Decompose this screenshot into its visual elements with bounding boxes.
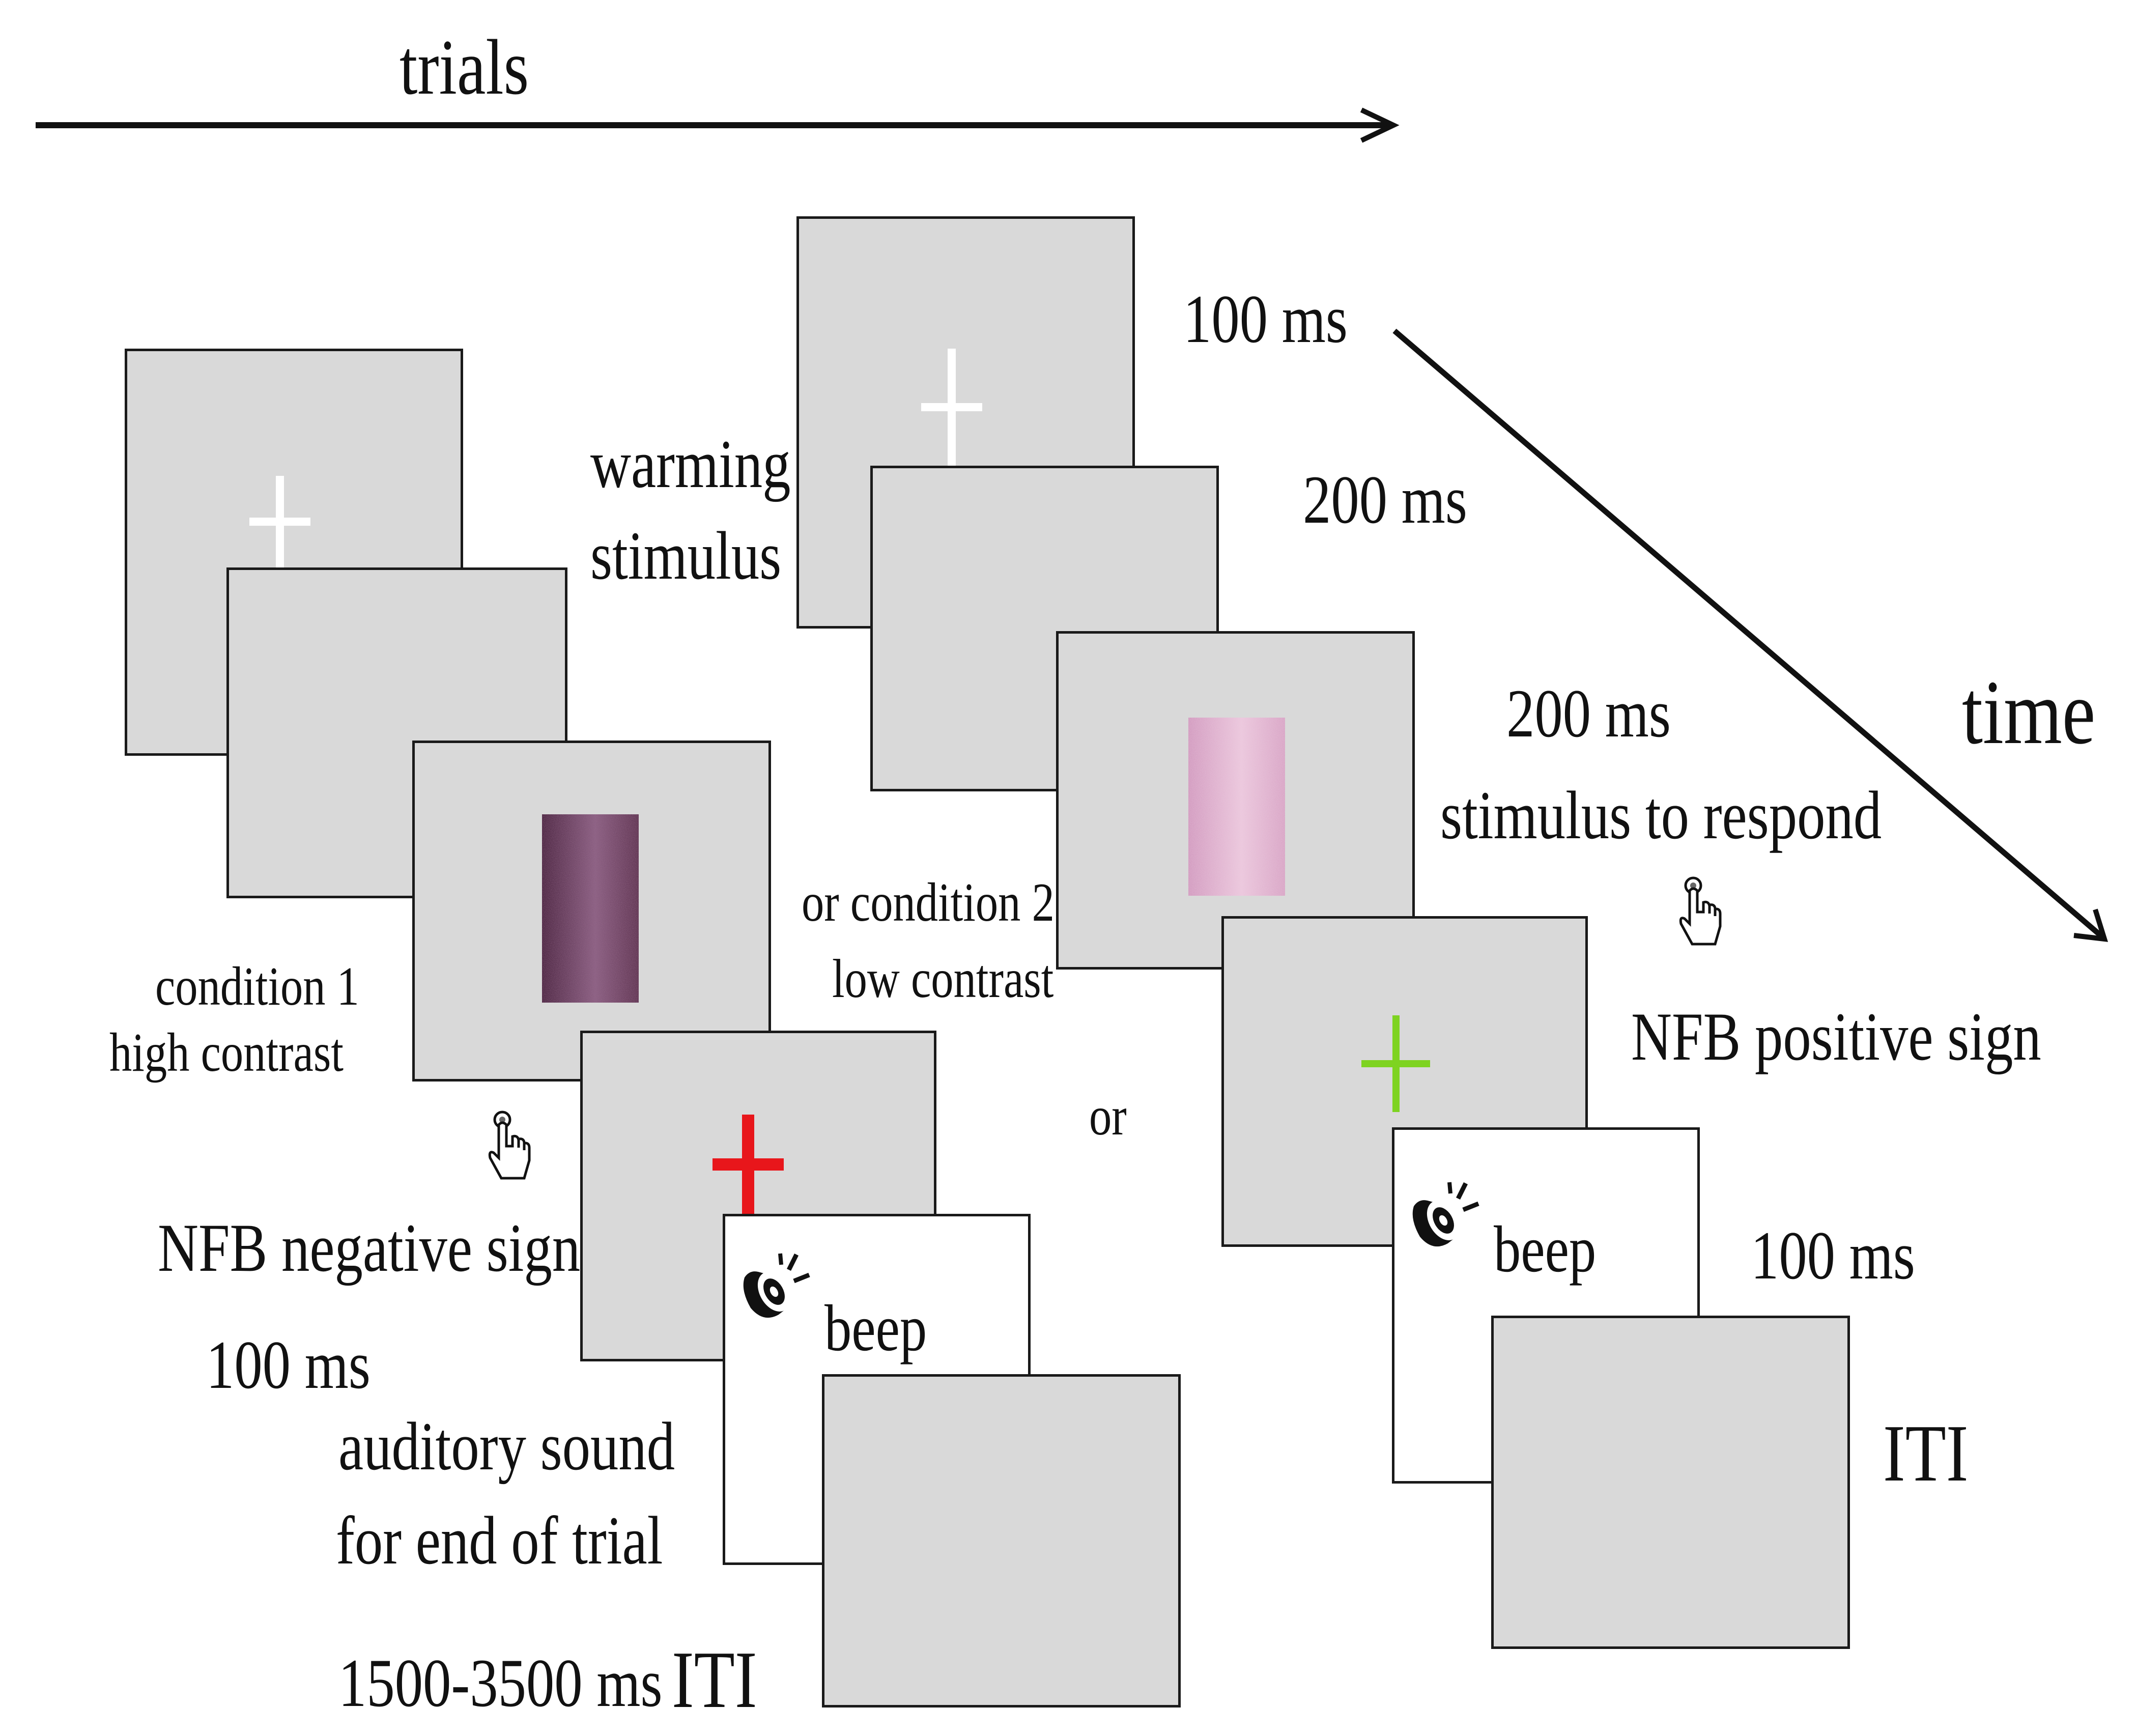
beep-duration-label: 100 ms [1751, 1218, 1915, 1294]
stimulus-duration-label: 200 ms [1506, 676, 1671, 752]
iti-duration-label: 1500-3500 ms [338, 1645, 663, 1721]
low-contrast-label: low contrast [832, 949, 1054, 1009]
beep-label: beep [824, 1292, 927, 1365]
high-contrast-stimulus [542, 814, 639, 1003]
positive-feedback-label: NFB positive sign [1631, 999, 2041, 1075]
low-contrast-stimulus [1188, 718, 1285, 896]
iti-label-1: ITI [672, 1634, 757, 1725]
speaker-icon [1412, 1182, 1479, 1247]
iti-frame-2 [1491, 1316, 1850, 1649]
stimulus-frame-low-contrast [1056, 631, 1415, 970]
or-condition-label: or condition 2 [802, 872, 1055, 933]
fixation-cross [921, 349, 982, 466]
fixation-duration-label: 100 ms [1183, 281, 1348, 357]
blank-duration-label: 200 ms [1303, 462, 1467, 538]
trials-label: trials [400, 23, 529, 111]
beep-label: beep [1494, 1213, 1597, 1286]
warming-label: warming [590, 426, 791, 502]
negative-feedback-cross [713, 1115, 784, 1214]
stimulus-frame-high-contrast [412, 741, 771, 1082]
or-label: or [1089, 1086, 1127, 1147]
time-label: time [1962, 662, 2096, 763]
positive-feedback-cross [1361, 1015, 1430, 1112]
time-arrow [1392, 328, 2104, 939]
negative-feedback-duration: 100 ms [206, 1327, 371, 1403]
speaker-icon [743, 1253, 810, 1318]
warming-stimulus-label: stimulus [590, 518, 782, 594]
iti-frame-1 [822, 1374, 1181, 1707]
stimulus-to-respond-label: stimulus to respond [1440, 778, 1882, 853]
iti-label-2: ITI [1883, 1408, 1969, 1498]
condition1-contrast-label: high contrast [109, 1022, 344, 1083]
condition1-label: condition 1 [155, 956, 359, 1017]
pointing-hand-icon [488, 1111, 531, 1180]
pointing-hand-icon [1679, 876, 1722, 946]
negative-feedback-label: NFB negative sign [158, 1210, 581, 1286]
auditory-sound-label: auditory sound [338, 1409, 675, 1485]
end-of-trial-label: for end of trial [336, 1503, 663, 1579]
fixation-cross [249, 476, 310, 567]
